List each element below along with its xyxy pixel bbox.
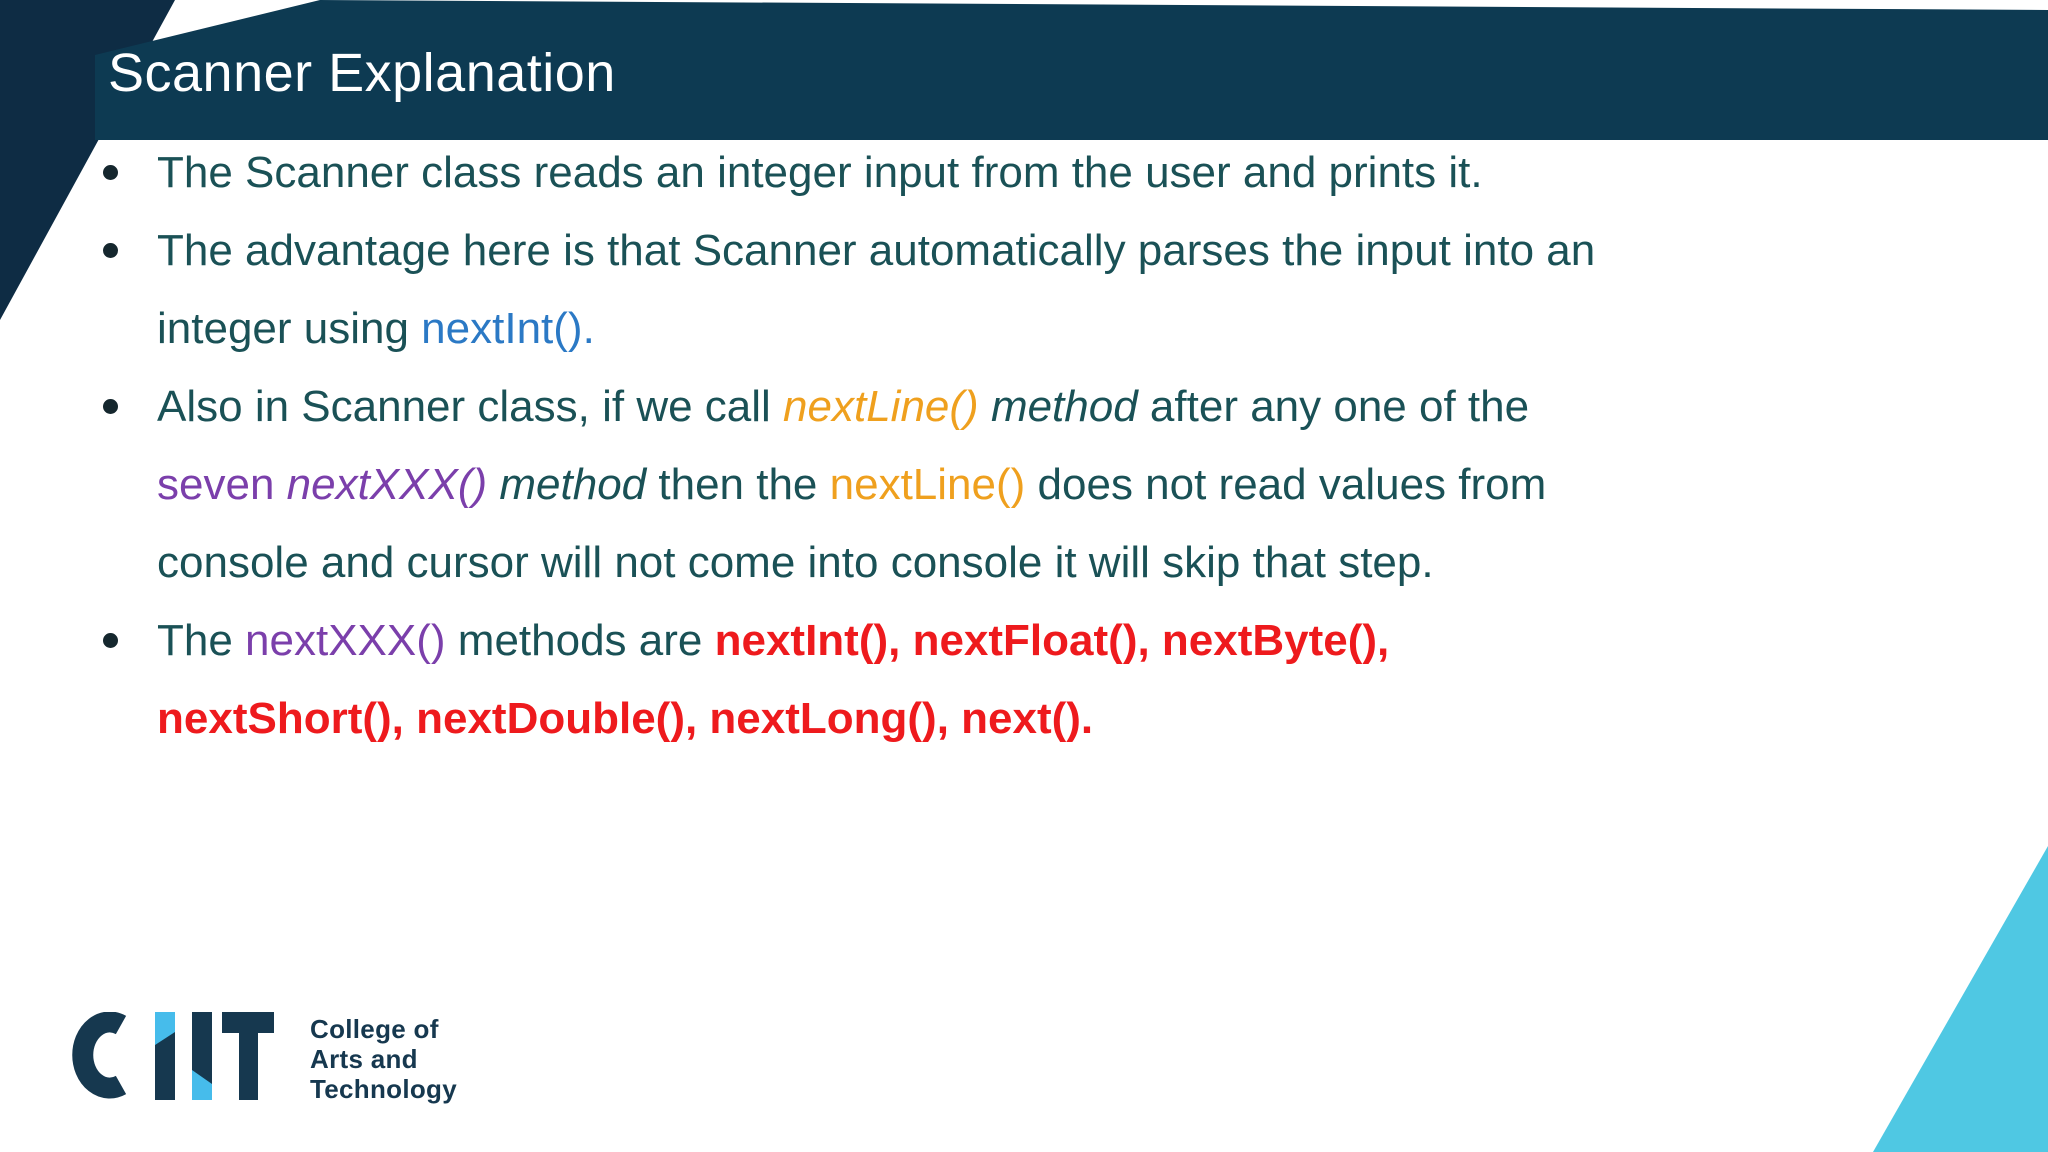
- text-run: method: [990, 382, 1150, 431]
- bullet-dot: [103, 243, 118, 258]
- bullet-item: The Scanner class reads an integer input…: [103, 134, 1907, 212]
- logo-text-line2: Arts and: [310, 1044, 418, 1074]
- logo-letter-c: [72, 1012, 127, 1099]
- text-run: nextInt(), nextFloat(), nextByte(), next…: [157, 616, 1390, 743]
- logo-letter-i1-accent: [155, 1012, 175, 1045]
- bullet-dot: [103, 399, 118, 414]
- bullet-text: The Scanner class reads an integer input…: [157, 148, 1483, 197]
- text-run: nextInt().: [421, 304, 595, 353]
- text-run: methods are: [457, 616, 715, 665]
- text-run: method: [499, 460, 659, 509]
- ciit-logo-letters: [72, 1012, 274, 1100]
- bullet-dot: [103, 165, 118, 180]
- text-run: then the: [658, 460, 830, 509]
- text-run: nextLine(): [829, 460, 1038, 509]
- ciit-logo: College of Arts and Technology: [62, 1012, 662, 1112]
- bullet-item: Also in Scanner class, if we call nextLi…: [103, 368, 1907, 602]
- bullet-text: Also in Scanner class, if we call nextLi…: [157, 382, 1546, 587]
- text-run: nextXXX(): [286, 460, 500, 509]
- text-run: The: [157, 616, 246, 665]
- slide-title: Scanner Explanation: [108, 43, 616, 103]
- bullet-list: The Scanner class reads an integer input…: [103, 134, 1907, 758]
- bullet-text: The advantage here is that Scanner autom…: [157, 226, 1595, 353]
- text-run: The advantage here is that Scanner autom…: [157, 226, 1596, 353]
- bullet-item: The nextXXX() methods are nextInt(), nex…: [103, 602, 1907, 758]
- logo-letter-t-stem: [239, 1012, 258, 1100]
- bullet-dot: [103, 633, 118, 648]
- text-run: seven: [157, 460, 287, 509]
- text-run: nextLine(): [783, 382, 991, 431]
- text-run: does not read values from console and cu…: [157, 460, 1547, 587]
- logo-text-line1: College of: [310, 1014, 439, 1044]
- logo-letter-i2-accent: [192, 1070, 212, 1100]
- text-run: after any one of the: [1149, 382, 1530, 431]
- text-run: nextXXX(): [245, 616, 458, 665]
- bullet-item: The advantage here is that Scanner autom…: [103, 212, 1907, 368]
- logo-text: College of Arts and Technology: [310, 1014, 457, 1104]
- text-run: Also in Scanner class, if we call: [157, 382, 784, 431]
- text-run: The Scanner class reads an integer input…: [157, 148, 1483, 197]
- logo-text-line3: Technology: [310, 1074, 457, 1104]
- header-band: Scanner Explanation: [95, 0, 2048, 140]
- bullet-text: The nextXXX() methods are nextInt(), nex…: [157, 616, 1389, 743]
